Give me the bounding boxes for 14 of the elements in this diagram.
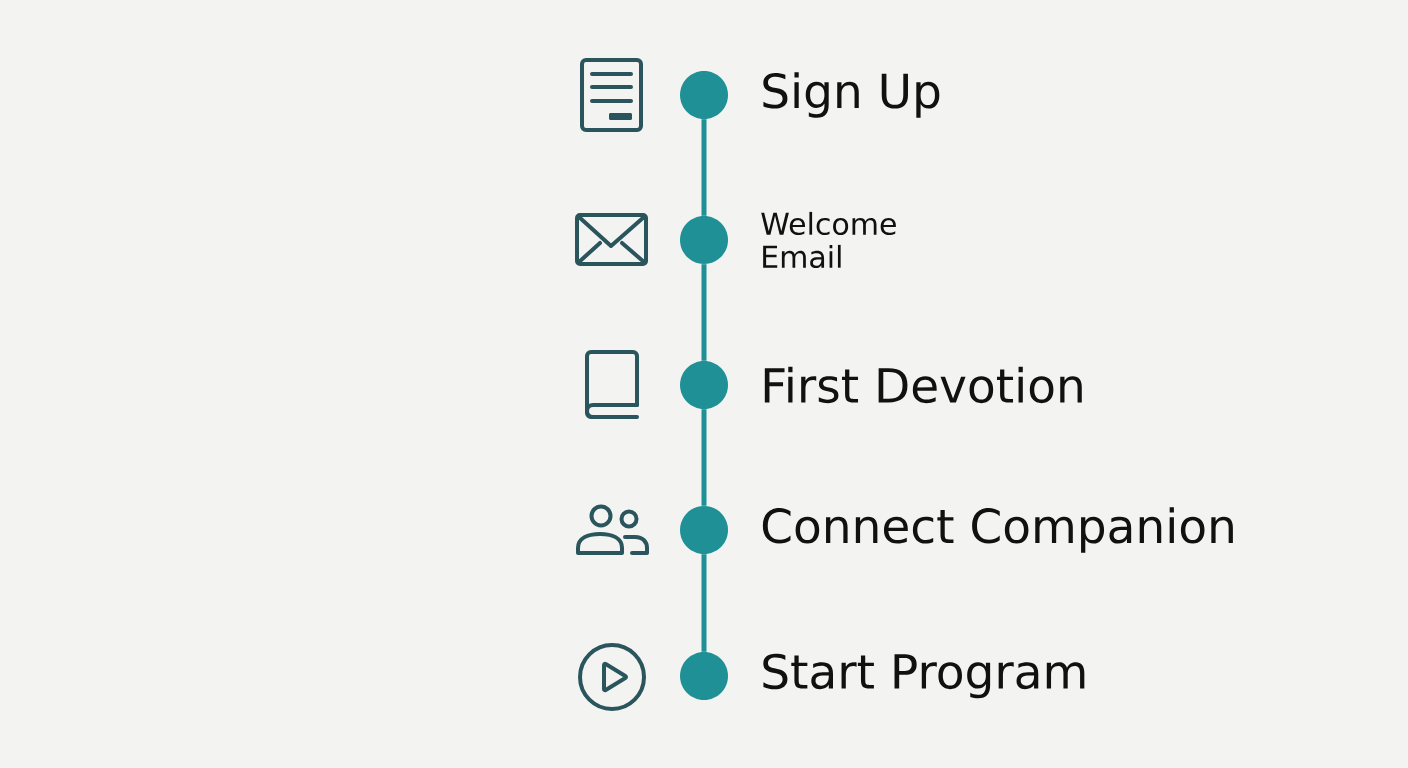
timeline-dot — [680, 361, 728, 409]
timeline-dot — [680, 216, 728, 264]
timeline-line — [701, 554, 707, 652]
timeline-dot — [680, 506, 728, 554]
step-label: First Devotion — [764, 366, 1082, 404]
step-label: Sign Up — [763, 72, 940, 118]
step-label: Start Program — [763, 653, 1085, 699]
timeline-dot — [680, 71, 728, 119]
timeline-line — [701, 264, 707, 361]
step-label: Welcome Email — [761, 211, 896, 269]
timeline-line — [701, 119, 707, 216]
timeline-line — [701, 409, 707, 506]
timeline-dot — [680, 652, 728, 700]
step-label: Connect Companion — [762, 507, 1233, 553]
